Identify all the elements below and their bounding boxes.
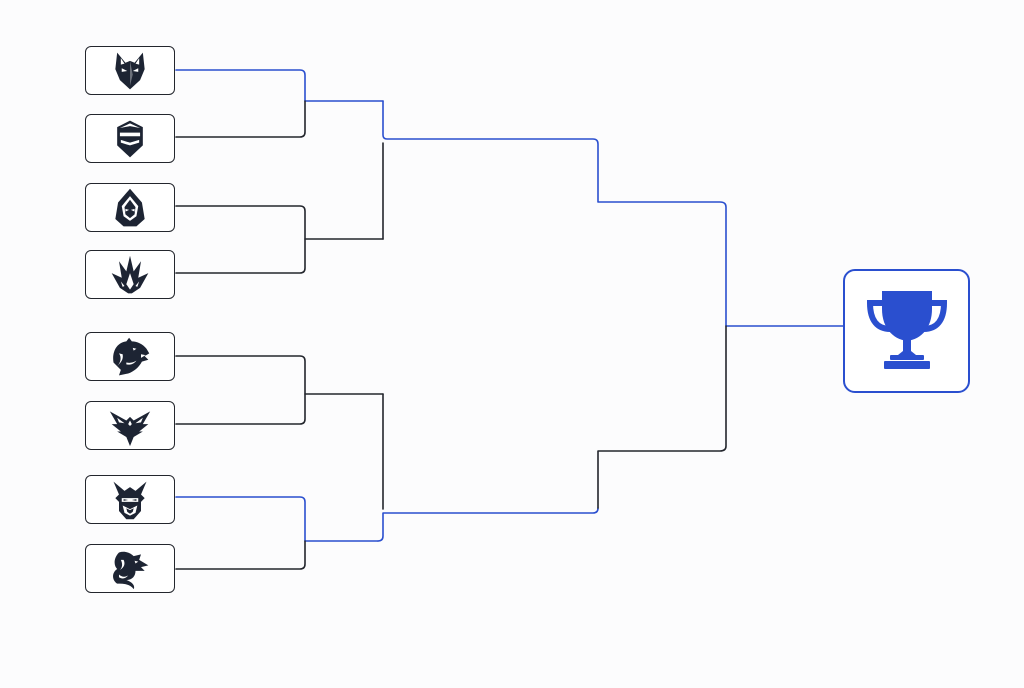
team-slot-hood[interactable] <box>85 183 175 232</box>
wolf-emblem-icon <box>115 52 145 89</box>
team-slot-eagle[interactable] <box>85 401 175 450</box>
connector-r1-match4-winner <box>175 496 379 542</box>
connector-r1-match3-bottom <box>175 393 306 425</box>
samurai-emblem-icon <box>113 481 147 519</box>
team-slot-bear[interactable] <box>85 332 175 381</box>
knight-helmet-emblem-icon <box>117 120 143 157</box>
trophy-icon <box>866 291 947 369</box>
connector-r1-match1-winner <box>175 69 384 102</box>
connector-final-lower <box>597 325 727 509</box>
connector-sf1-winner <box>382 100 844 327</box>
team-slot-knight[interactable] <box>85 114 175 163</box>
team-slot-crystal[interactable] <box>85 250 175 299</box>
connector-r1-match2-bottom <box>175 238 306 274</box>
hooded-figure-emblem-icon <box>115 188 145 226</box>
champion-slot[interactable] <box>843 269 970 393</box>
team-slot-samurai[interactable] <box>85 475 175 524</box>
connector-sf2-winner <box>377 507 599 542</box>
team-slot-dragon[interactable] <box>85 544 175 593</box>
connector-r1-match4-loser <box>175 540 306 570</box>
dragon-emblem-icon <box>113 551 149 589</box>
connector-r1-match3-top <box>175 355 384 395</box>
eagle-emblem-icon <box>109 410 151 446</box>
crystal-flame-emblem-icon <box>111 255 149 293</box>
team-slot-wolf[interactable] <box>85 46 175 95</box>
connector-r1-match1-loser <box>175 100 306 138</box>
bear-emblem-icon <box>113 337 150 375</box>
connector-r1-match2-top <box>175 205 384 240</box>
